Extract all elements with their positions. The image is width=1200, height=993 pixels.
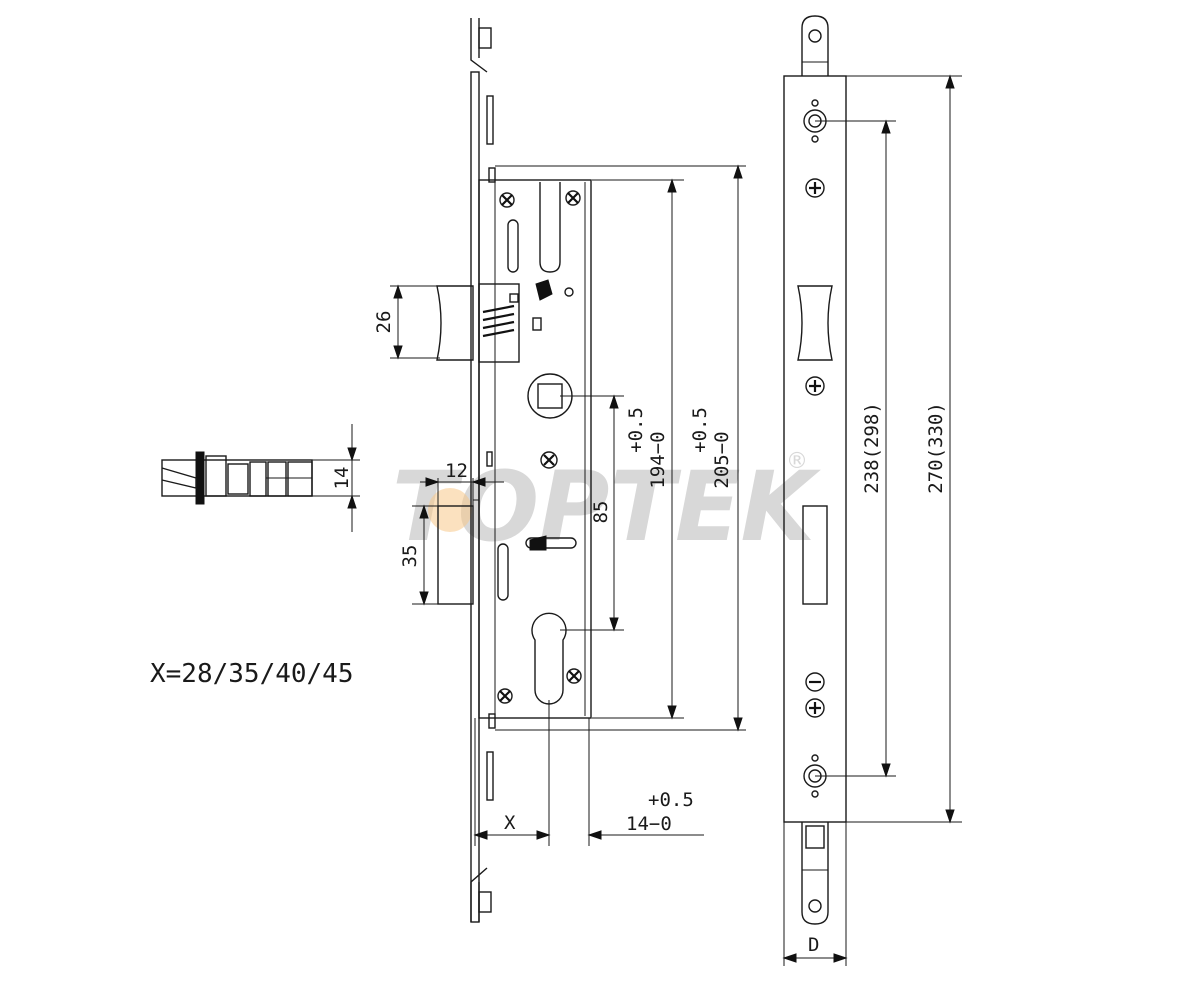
- faceplate-dimensions: 238(298) 270(330) D: [782, 74, 962, 966]
- dim-x: X: [504, 812, 516, 834]
- dim-194-tolerance: +0.5: [625, 407, 647, 453]
- dim-14-side: 14: [331, 467, 353, 490]
- dim-bolt-width: 12: [445, 460, 468, 482]
- dim-85: 85: [590, 501, 612, 524]
- watermark-registered: ®: [786, 449, 808, 474]
- front-dimensions: 26 12 35 85 +0.5 194−0 +0.5 205−0: [373, 164, 746, 846]
- faceplate-view: [783, 15, 847, 925]
- dim-latch-height: 26: [373, 311, 395, 334]
- watermark: TOPTEK ®: [392, 449, 822, 563]
- lock-front-view: [436, 18, 592, 923]
- dim-14-value: 14−0: [626, 813, 672, 835]
- watermark-accent-dot: [428, 488, 472, 532]
- dim-14-tolerance: +0.5: [648, 789, 694, 811]
- dim-194-value: 194−0: [647, 431, 669, 488]
- dim-238: 238(298): [861, 402, 883, 494]
- side-view: 14: [161, 424, 360, 532]
- backset-formula: X=28/35/40/45: [150, 659, 354, 689]
- dim-205-value: 205−0: [711, 431, 733, 488]
- dim-205-tolerance: +0.5: [689, 407, 711, 453]
- dim-d: D: [808, 934, 819, 956]
- dim-bolt-height: 35: [399, 545, 421, 568]
- dim-270: 270(330): [925, 402, 947, 494]
